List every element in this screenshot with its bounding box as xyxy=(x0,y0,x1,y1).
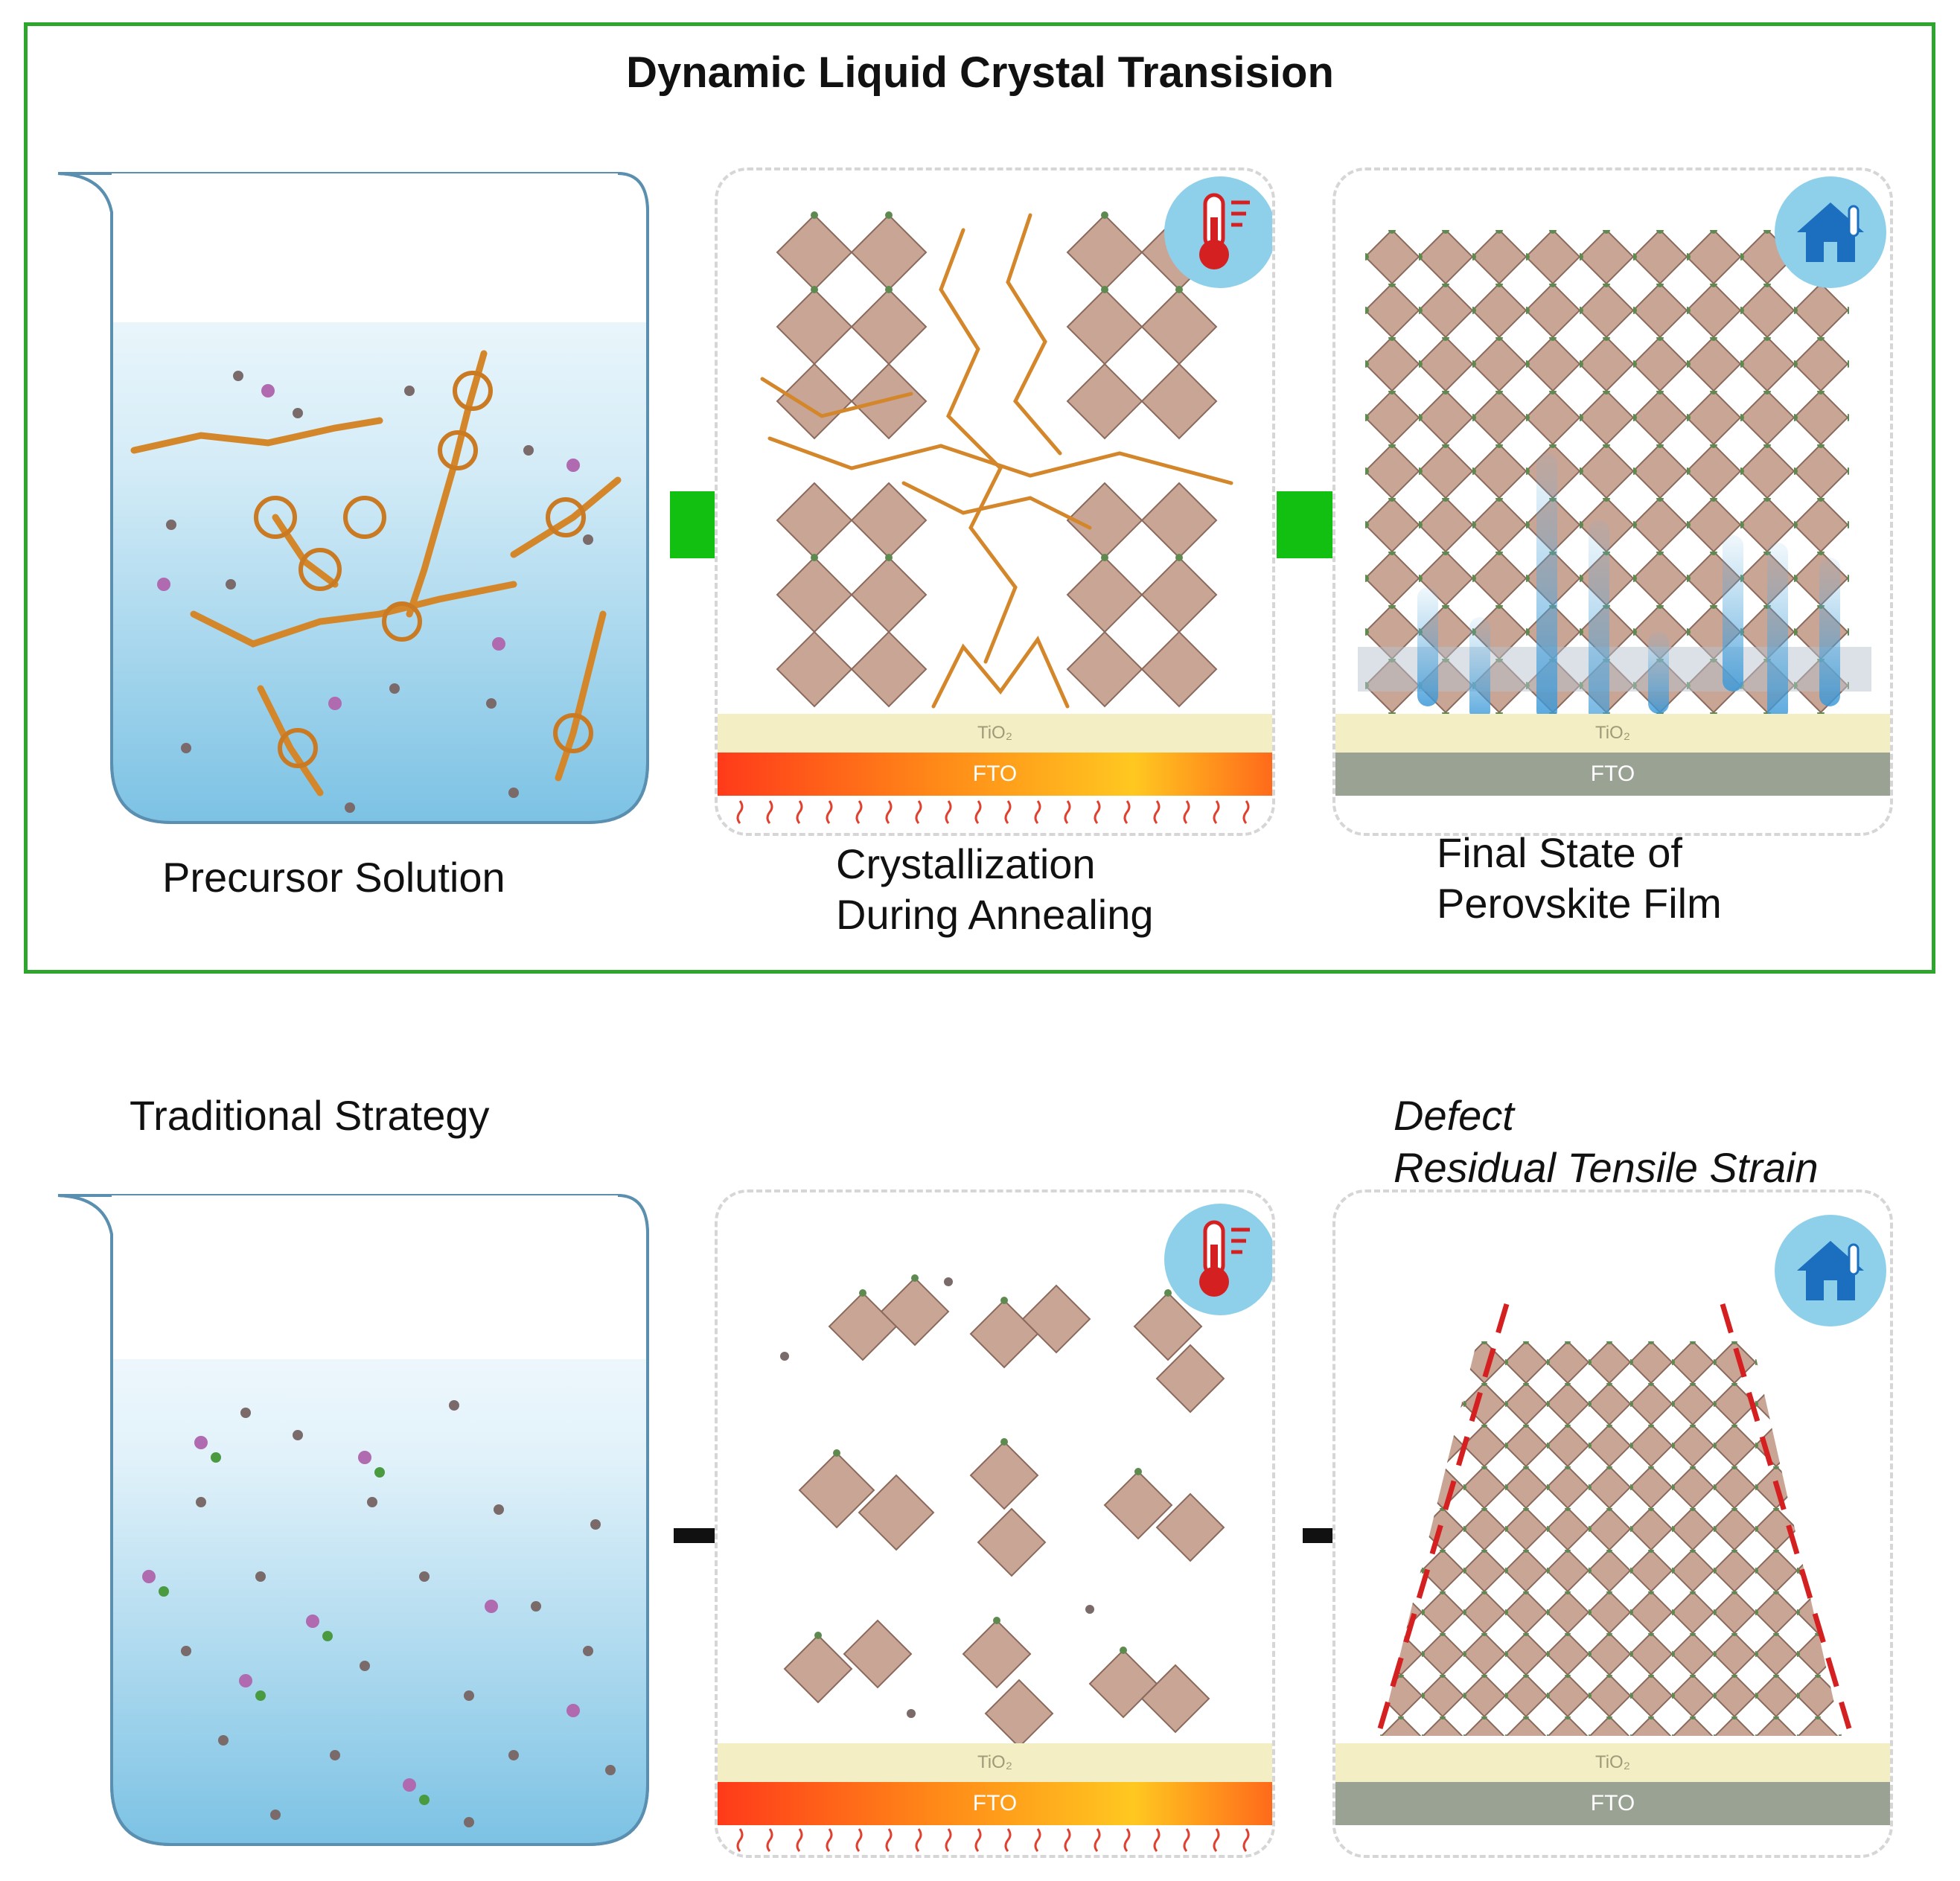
thermometer-heat-icon xyxy=(1164,1204,1272,1315)
defect-label-line2: Residual Tensile Strain xyxy=(1394,1144,1819,1191)
final-state-label-line1: Final State of xyxy=(1437,829,1682,876)
top-section-frame xyxy=(24,22,1935,974)
strained-film-panel: TiO₂ FTO xyxy=(1332,1189,1893,1858)
fto-layer: FTO xyxy=(1335,753,1890,796)
heat-waves xyxy=(718,797,1272,827)
traditional-beaker xyxy=(52,1189,663,1859)
tio2-layer: TiO₂ xyxy=(1335,714,1890,753)
heat-waves xyxy=(718,1825,1272,1855)
fto-layer: FTO xyxy=(1335,1782,1890,1825)
diagram-title: Dynamic Liquid Crystal Transision xyxy=(626,48,1334,97)
tio2-layer: TiO₂ xyxy=(718,1743,1272,1782)
tio2-layer: TiO₂ xyxy=(718,714,1272,753)
defect-label-line1: Defect xyxy=(1394,1092,1514,1139)
precursor-solution-label: Precursor Solution xyxy=(162,854,505,901)
annealing-label-line1: Crystallization xyxy=(836,840,1096,887)
traditional-annealing-panel: TiO₂ FTO xyxy=(715,1189,1275,1858)
annealing-panel: TiO₂ FTO xyxy=(715,167,1275,836)
fto-layer: FTO xyxy=(718,1782,1272,1825)
fto-layer: FTO xyxy=(718,753,1272,796)
final-state-panel: TiO₂ FTO xyxy=(1332,167,1893,836)
annealing-label-line2: During Annealing xyxy=(836,891,1154,938)
house-thermometer-icon xyxy=(1775,176,1886,288)
traditional-strategy-label: Traditional Strategy xyxy=(130,1092,490,1139)
house-thermometer-icon xyxy=(1775,1215,1886,1326)
thermometer-heat-icon xyxy=(1164,176,1272,288)
precursor-beaker xyxy=(52,167,663,837)
tio2-layer: TiO₂ xyxy=(1335,1743,1890,1782)
final-state-label-line2: Perovskite Film xyxy=(1437,880,1722,927)
